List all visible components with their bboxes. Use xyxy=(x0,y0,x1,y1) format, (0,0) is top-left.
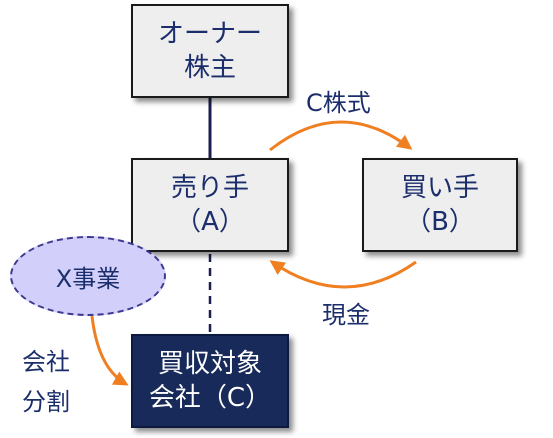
buyer-line1: 買い手 xyxy=(400,173,479,203)
split-flow-arrow xyxy=(90,315,129,386)
buyer-box: 買い手 （B） xyxy=(362,158,518,252)
owner-line2: 株主 xyxy=(183,53,236,83)
owner-shareholder-box: オーナー 株主 xyxy=(131,4,289,98)
seller-box: 売り手 （A） xyxy=(131,158,289,252)
company-split-label: 会社 分割 xyxy=(22,342,70,422)
stock-flow-label: C株式 xyxy=(306,89,371,117)
target-line1: 買収対象 xyxy=(157,349,262,379)
target-company-box: 買収対象 会社（C） xyxy=(131,334,289,428)
seller-line2: （A） xyxy=(175,207,245,237)
seller-line1: 売り手 xyxy=(170,173,249,203)
cash-flow-arrow xyxy=(269,260,417,289)
x-business-label: X事業 xyxy=(55,264,121,293)
buyer-line2: （B） xyxy=(405,207,475,237)
stock-flow-arrow xyxy=(269,120,413,152)
split-label-line2: 分割 xyxy=(22,388,70,416)
cash-flow-label: 現金 xyxy=(322,301,370,329)
x-business-ellipse: X事業 xyxy=(10,236,166,316)
target-line2: 会社（C） xyxy=(148,383,272,413)
split-label-line1: 会社 xyxy=(22,348,70,376)
owner-line1: オーナー xyxy=(157,19,262,49)
